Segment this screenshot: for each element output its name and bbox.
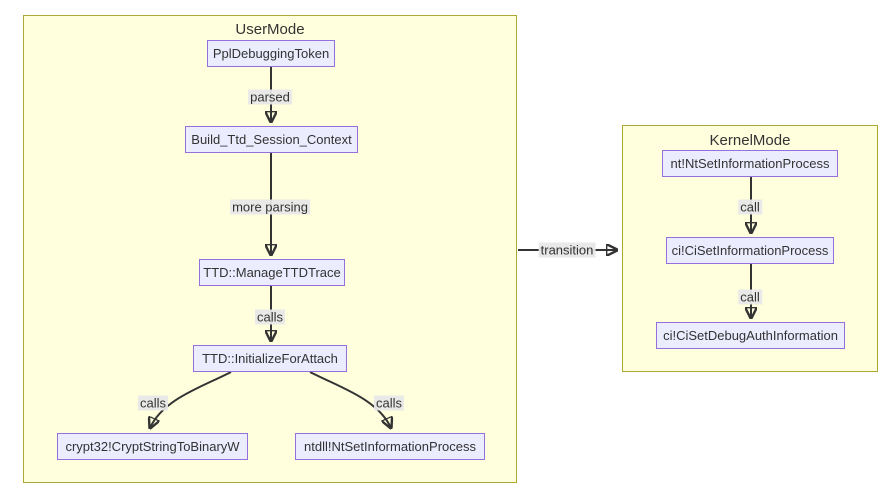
edge-label-call-lower: call — [738, 289, 762, 305]
edge-label-calls-middle: calls — [254, 309, 286, 325]
edge-label-more-parsing: more parsing — [230, 199, 310, 215]
node-ci-ci-set-debug-auth-information: ci!CiSetDebugAuthInformation — [656, 322, 845, 349]
subgraph-usermode — [23, 15, 517, 483]
edge-label-transition: transition — [538, 242, 596, 258]
edge-label-calls-right: calls — [373, 395, 405, 411]
node-nt-nt-set-information-process: nt!NtSetInformationProcess — [662, 150, 838, 177]
subgraph-kernelmode-title: KernelMode — [709, 132, 791, 149]
node-build-ttd-session-context: Build_Ttd_Session_Context — [185, 126, 358, 153]
subgraph-usermode-title: UserMode — [235, 21, 305, 38]
node-crypt32-crypt-string-to-binaryw: crypt32!CryptStringToBinaryW — [57, 433, 248, 460]
node-ntdll-nt-set-information-process: ntdll!NtSetInformationProcess — [295, 433, 485, 460]
edge-label-call-upper: call — [738, 199, 762, 215]
node-ttd-initialize-for-attach: TTD::InitializeForAttach — [193, 345, 347, 372]
edge-label-calls-left: calls — [137, 395, 169, 411]
node-ttd-manage-ttd-trace: TTD::ManageTTDTrace — [199, 259, 345, 286]
node-ci-ci-set-information-process: ci!CiSetInformationProcess — [666, 237, 834, 264]
edge-label-parsed: parsed — [248, 89, 292, 105]
node-ppl-debugging-token: PplDebuggingToken — [207, 40, 335, 67]
